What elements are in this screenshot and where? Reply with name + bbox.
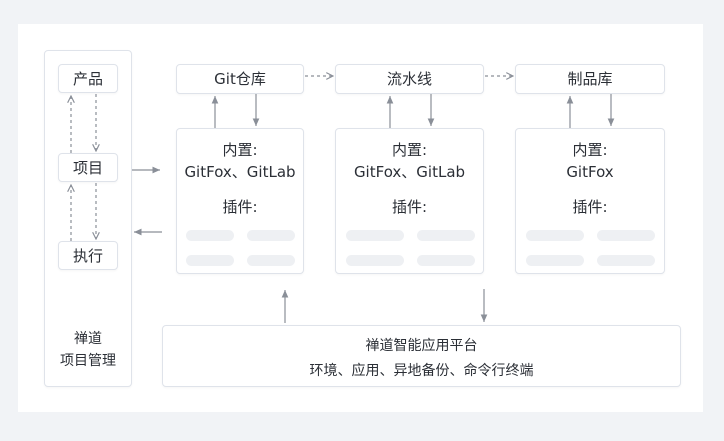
platform-subtitle: 环境、应用、异地备份、命令行终端 [309, 363, 534, 379]
builtin-value: GitFox、GitLab [353, 163, 466, 181]
product-label: 产品 [72, 70, 103, 88]
builtin-value: GitFox、GitLab [184, 163, 296, 181]
plugins-label: 插件: [391, 198, 428, 216]
plugins-label: 插件: [572, 198, 608, 216]
plugin-placeholder [346, 230, 404, 241]
plugin-placeholder [597, 255, 655, 266]
connector-layer [18, 24, 615, 323]
builtin-label: 内置: [222, 141, 258, 159]
diagram-canvas: 产品 项目 执行 禅道 项目管理 Git仓库 流水线 制品库 内置: GitFo… [18, 24, 703, 412]
builtin-label: 内置: [572, 141, 608, 159]
pipeline-card: 内置: GitFox、GitLab 插件: [335, 128, 484, 274]
plugin-placeholder [186, 255, 234, 266]
plugin-placeholder [526, 255, 584, 266]
sidebar-caption-line1: 禅道 [74, 331, 102, 347]
platform-title: 禅道智能应用平台 [365, 338, 478, 354]
product-node: 产品 [58, 64, 118, 93]
project-node: 项目 [58, 153, 118, 182]
plugin-placeholder [417, 230, 475, 241]
plugin-placeholder [186, 230, 234, 241]
builtin-label: 内置: [391, 141, 428, 159]
git-repo-node: Git仓库 [176, 64, 304, 94]
builtin-value: GitFox [566, 163, 614, 181]
platform-box: 禅道智能应用平台 环境、应用、异地备份、命令行终端 [162, 325, 681, 387]
sidebar-caption-line2: 项目管理 [60, 353, 116, 369]
pipeline-label: 流水线 [386, 70, 432, 88]
artifact-repo-node: 制品库 [515, 64, 665, 94]
plugins-label: 插件: [222, 198, 258, 216]
pipeline-node: 流水线 [335, 64, 484, 94]
artifact-repo-card: 内置: GitFox 插件: [515, 128, 665, 274]
plugin-placeholder [526, 230, 584, 241]
plugin-placeholder [597, 230, 655, 241]
project-label: 项目 [72, 159, 103, 177]
execution-node: 执行 [58, 241, 118, 270]
plugin-placeholder [247, 255, 295, 266]
project-management-panel [44, 50, 132, 387]
plugin-placeholder [417, 255, 475, 266]
git-repo-card: 内置: GitFox、GitLab 插件: [176, 128, 304, 274]
artifact-repo-label: 制品库 [567, 70, 613, 88]
git-repo-label: Git仓库 [214, 70, 266, 88]
plugin-placeholder [346, 255, 404, 266]
plugin-placeholder [247, 230, 295, 241]
execution-label: 执行 [72, 247, 103, 265]
